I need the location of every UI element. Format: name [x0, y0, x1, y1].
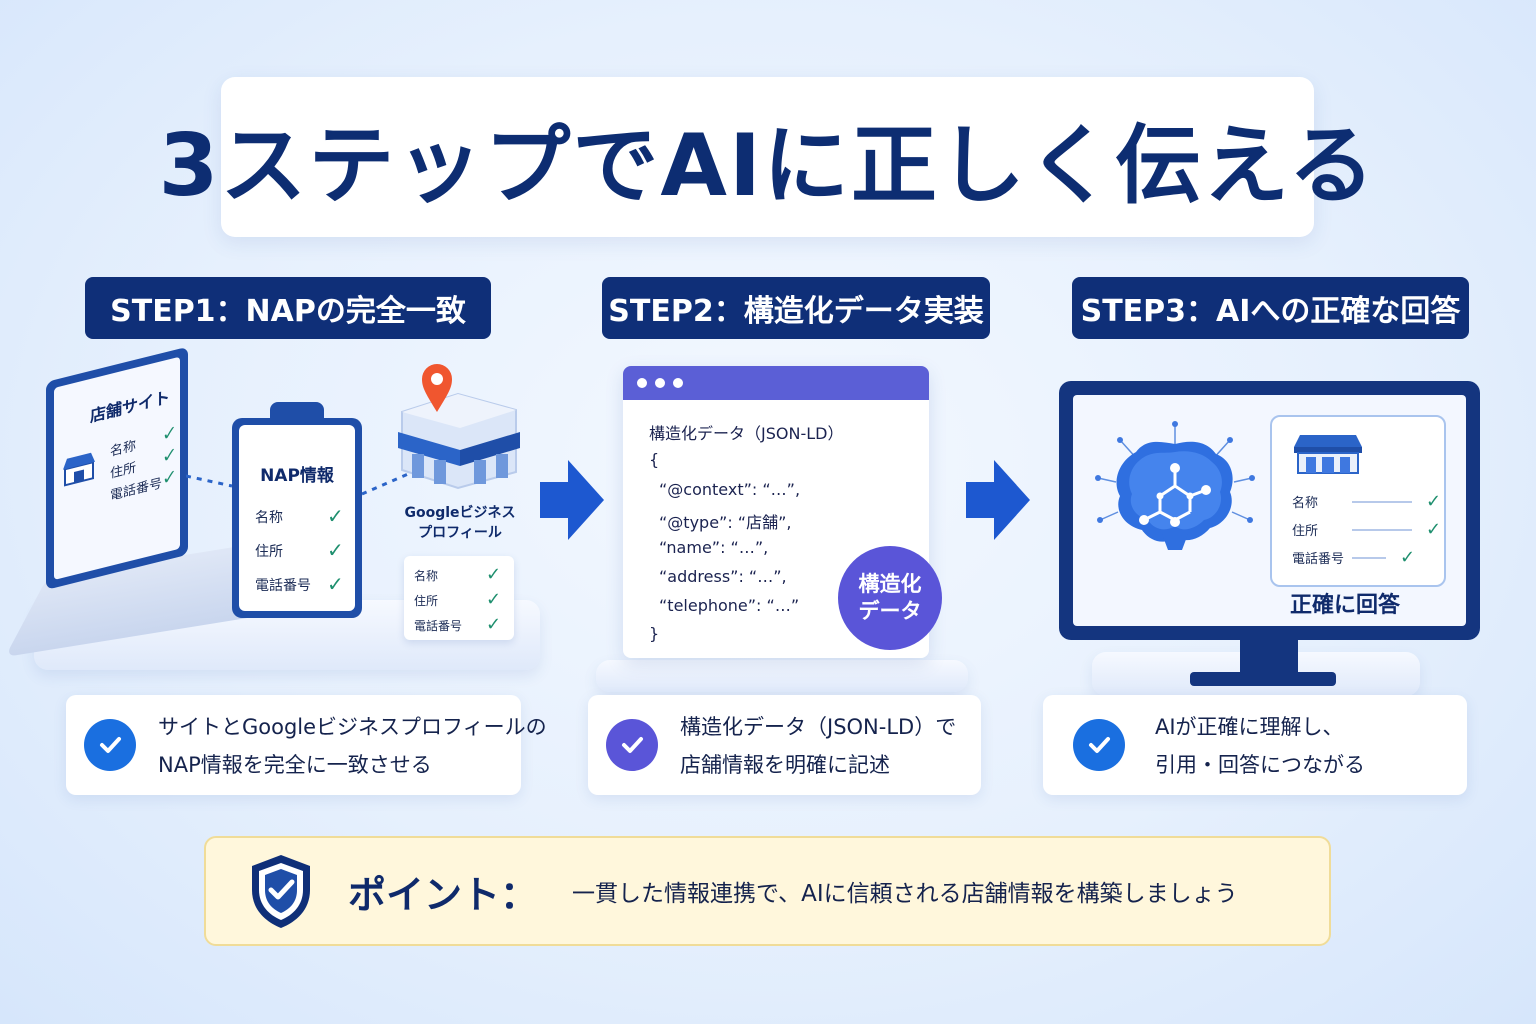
page-title: 3ステップでAIに正しく伝える — [158, 115, 1377, 216]
code-line: } — [649, 624, 660, 643]
step1-header: STEP1：NAPの完全一致 — [85, 277, 491, 339]
answer-row: 住所 ✓ — [1292, 519, 1441, 540]
check-icon: ✓ — [327, 572, 344, 596]
arrow-right-icon — [540, 460, 604, 540]
check-icon: ✓ — [486, 564, 502, 585]
gbp-label-line1: Googleビジネス — [404, 505, 516, 521]
answer-field-phone: 電話番号 — [1292, 552, 1345, 567]
badge-line2: データ — [858, 599, 922, 623]
check-circle-icon — [606, 719, 658, 771]
code-line: “address”: “…”, — [659, 567, 787, 586]
answer-field-address: 住所 — [1292, 524, 1319, 539]
step1-caption: サイトとGoogleビジネスプロフィールの NAP情報を完全に一致させる — [66, 695, 547, 795]
step1-caption-line1: サイトとGoogleビジネスプロフィールの — [158, 715, 547, 739]
answer-card: 名称 ✓ 住所 ✓ 電話番号 ✓ — [1270, 415, 1446, 587]
check-circle-icon — [84, 719, 136, 771]
check-icon: ✓ — [1426, 519, 1442, 540]
code-line: “name”: “…”, — [659, 538, 769, 557]
answer-row: 名称 ✓ — [1292, 491, 1441, 512]
gbp-label-line2: プロフィール — [418, 525, 502, 541]
code-line: “@type”: “店舗”, — [659, 513, 792, 532]
check-circle-icon — [1073, 719, 1125, 771]
laptop-screen: 店舗サイト 名称 住所 電話番号 ✓ ✓ ✓ — [46, 346, 188, 590]
code-line: { — [649, 450, 660, 469]
code-line: “telephone”: “…” — [659, 596, 800, 615]
step3-caption-line2: 引用・回答につながる — [1155, 753, 1365, 777]
step3-caption: AIが正確に理解し、 引用・回答につながる — [1043, 695, 1467, 795]
step1-caption-line2: NAP情報を完全に一致させる — [158, 753, 432, 777]
answer-field-name: 名称 — [1292, 496, 1319, 511]
window-dot-icon — [637, 378, 647, 388]
check-icon: ✓ — [1400, 547, 1416, 568]
monitor-stand — [1240, 640, 1298, 676]
clipboard-title: NAP情報 — [260, 466, 334, 486]
store-icon — [1294, 435, 1362, 474]
window-dot-icon — [655, 378, 665, 388]
check-icon: ✓ — [1426, 491, 1442, 512]
structured-data-badge: 構造化 データ — [838, 546, 942, 650]
check-icon: ✓ — [162, 465, 178, 491]
code-window: 構造化データ（JSON-LD） { “@context”: “…”, “@typ… — [623, 366, 929, 658]
badge-line1: 構造化 — [858, 571, 922, 596]
step3-header: STEP3：AIへの正確な回答 — [1072, 277, 1469, 339]
window-dot-icon — [673, 378, 683, 388]
step2-caption-line2: 店舗情報を明確に記述 — [680, 753, 890, 777]
ai-brain-icon — [1095, 421, 1255, 550]
check-icon: ✓ — [486, 614, 502, 635]
step2-caption-line1: 構造化データ（JSON-LD）で — [680, 715, 957, 739]
step2-platform — [596, 660, 968, 692]
check-icon: ✓ — [327, 538, 344, 562]
store-building-icon — [398, 392, 520, 490]
check-icon: ✓ — [327, 504, 344, 528]
gbp-card: 名称 住所 電話番号 ✓ ✓ ✓ — [404, 556, 514, 640]
location-pin-icon — [422, 364, 452, 412]
step3-caption-line1: AIが正確に理解し、 — [1155, 715, 1344, 739]
answer-row: 電話番号 ✓ — [1292, 547, 1415, 568]
step2-header: STEP2：構造化データ実装 — [602, 277, 990, 339]
point-text: 一貫した情報連携で、AIに信頼される店舗情報を構築しましょう — [572, 881, 1238, 907]
code-window-titlebar — [623, 366, 929, 400]
point-bar: ポイント： 一貫した情報連携で、AIに信頼される店舗情報を構築しましょう — [204, 836, 1331, 946]
code-line: “@context”: “…”, — [659, 480, 801, 499]
monitor-stand-foot — [1190, 672, 1336, 686]
point-label: ポイント： — [348, 872, 539, 917]
store-icon — [63, 452, 95, 487]
gbp-field-address: 住所 — [414, 594, 439, 608]
title-card: 3ステップでAIに正しく伝える — [159, 77, 1374, 237]
clip-field-phone: 電話番号 — [255, 578, 311, 594]
check-icon: ✓ — [486, 589, 502, 610]
nap-clipboard: NAP情報 名称 住所 電話番号 ✓ ✓ ✓ — [232, 418, 362, 618]
clip-field-name: 名称 — [255, 510, 283, 526]
clip-field-address: 住所 — [255, 544, 283, 560]
code-title: 構造化データ（JSON-LD） — [649, 424, 844, 443]
answer-label: 正確に回答 — [1290, 593, 1401, 618]
laptop-title: 店舗サイト — [90, 387, 171, 427]
gbp-field-phone: 電話番号 — [414, 619, 463, 633]
connector-lines — [186, 472, 409, 496]
gbp-field-name: 名称 — [414, 569, 439, 583]
arrow-right-icon — [966, 460, 1030, 540]
step2-caption: 構造化データ（JSON-LD）で 店舗情報を明確に記述 — [588, 695, 981, 795]
shield-check-icon — [252, 855, 310, 928]
